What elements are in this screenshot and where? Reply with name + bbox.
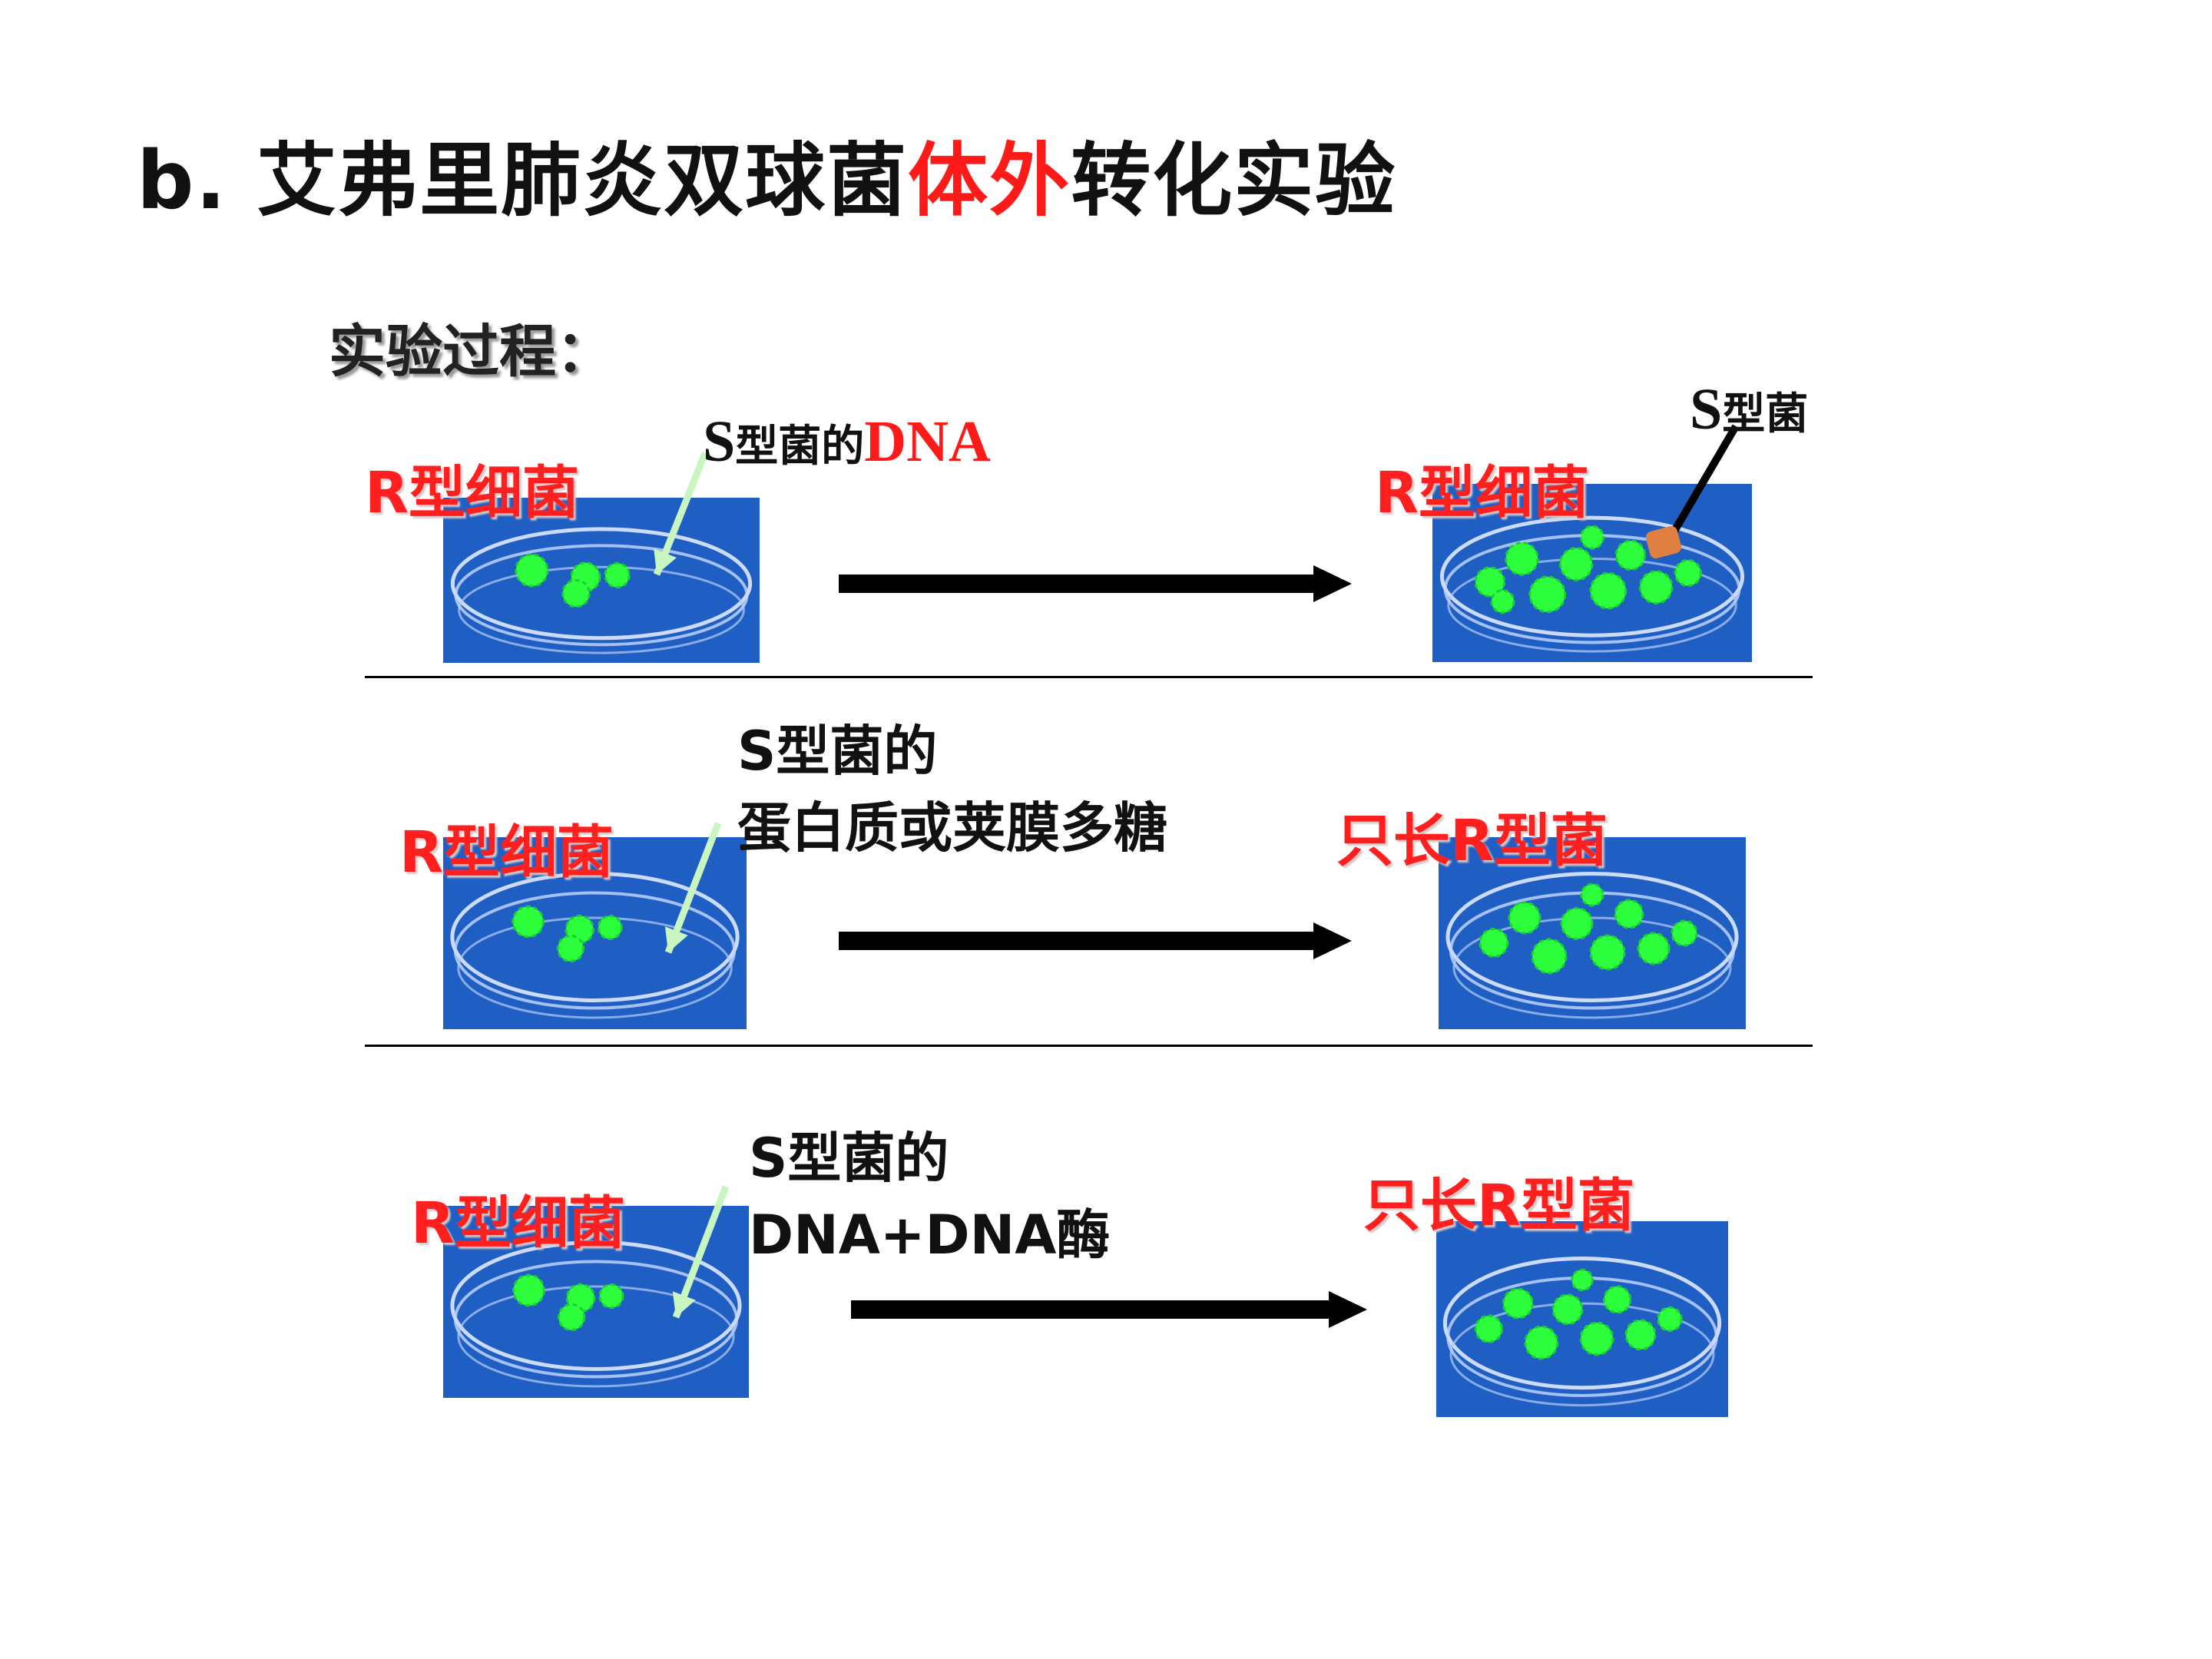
row3-result-dish-colony [1502, 1287, 1534, 1320]
row3-result-dish-colony [1657, 1306, 1683, 1333]
row2-start-dish-rim-outer [450, 872, 740, 1002]
row1-result-dish-colony [1589, 571, 1628, 610]
row2-pointer-line [664, 822, 722, 954]
row1-start-dish-rim-outer [450, 527, 753, 641]
row2-start-dish-rim-inner [453, 891, 737, 1010]
row3-result-dish-colony [1571, 1268, 1594, 1292]
row1-pointer-head [654, 548, 677, 575]
row3-result-dish-rim-outer [1442, 1256, 1722, 1390]
row1-result-label: R型细菌 [1375, 460, 1589, 526]
row1-s-pointer [1667, 424, 1740, 540]
row2-dish-label: R型细菌 [399, 820, 614, 886]
row2-result-label: 只长R型菌 [1336, 808, 1608, 874]
row2-result-dish-colony [1589, 934, 1626, 971]
row3-result-dish-colony [1474, 1314, 1504, 1343]
row3-result-dish-colony [1524, 1325, 1559, 1360]
row1-result-note: S型菌 [1690, 376, 1808, 443]
row2-added-line1: S型菌的 [737, 720, 938, 783]
row1-note-s: S [1690, 377, 1723, 442]
row2-result-dish-colony [1531, 938, 1568, 975]
row2-added-line2: 蛋白质或荚膜多糖 [737, 796, 1167, 859]
row1-result-dish-colony [1490, 589, 1515, 614]
row3-result-dish-colony [1603, 1285, 1632, 1314]
row2-result-dish-colony [1580, 882, 1604, 907]
row2-transfer-arrow-head [1313, 922, 1352, 959]
title-suffix: 转化实验 [1071, 134, 1397, 227]
row3-pointer-head [672, 1291, 696, 1317]
row1-start-dish-colony [604, 561, 631, 589]
row1-start-dish-rim-base [458, 565, 745, 654]
row3-start-dish-colony [557, 1303, 586, 1332]
row2-pointer-head [664, 926, 688, 952]
title-highlight: 体外 [908, 134, 1071, 227]
row1-start-dish-rim-inner [454, 544, 749, 647]
title-prefix: b. 艾弗里肺炎双球菌 [137, 134, 909, 227]
row3-result-label: 只长R型菌 [1363, 1173, 1634, 1239]
row1-transfer-arrow-head [1313, 565, 1352, 602]
row3-start-dish-rim-outer [450, 1240, 742, 1371]
row2-result-dish-colony [1479, 928, 1509, 958]
row1-added-dna: DNA [864, 409, 991, 474]
row2-result-dish-colony [1614, 899, 1644, 929]
row3-result-dish-colony [1579, 1321, 1614, 1356]
row1-start-dish-colony [561, 578, 591, 608]
row1-result-dish-colony [1674, 558, 1702, 588]
row2-result-dish-rim-base [1452, 916, 1732, 1019]
row1-dish-label: R型细菌 [365, 460, 579, 526]
divider-1 [365, 676, 1813, 678]
row1-result-dish-colony [1528, 575, 1567, 614]
row2-result-dish-rim-outer [1445, 872, 1739, 1002]
row3-result-dish-colony [1624, 1319, 1657, 1351]
row2-result-dish-colony [1637, 932, 1671, 965]
row3-start-dish-colony [512, 1273, 545, 1307]
row1-result-dish-colony [1558, 547, 1594, 581]
row1-result-dish-colony [1614, 539, 1647, 571]
row3-result-dish-colony [1551, 1293, 1584, 1326]
page-title: b. 艾弗里肺炎双球菌体外转化实验 [137, 115, 1396, 231]
row1-result-dish-colony [1505, 541, 1539, 576]
row1-note-suffix: 型菌 [1722, 389, 1809, 439]
row3-start-dish-rim-inner [453, 1260, 739, 1379]
row1-start-dish-colony [515, 553, 549, 588]
row1-result-dish-rim-outer [1439, 515, 1745, 637]
divider-2 [365, 1045, 1813, 1047]
row1-result-dish-colony [1579, 525, 1605, 550]
row3-start-dish-rim-base [457, 1285, 735, 1388]
row2-result-dish-colony [1671, 919, 1698, 947]
row3-transfer-arrow-head [1329, 1291, 1367, 1328]
row1-result-dish-colony [1638, 570, 1674, 604]
row1-s-colony-marker [1645, 525, 1682, 559]
row3-added-line1: S型菌的 [749, 1127, 949, 1190]
row1-result-dish-colony [1474, 566, 1506, 598]
row3-dish-label: R型细菌 [411, 1190, 625, 1257]
row2-start-dish-colony [512, 905, 545, 939]
row1-added-mid: 型菌的 [735, 422, 865, 472]
row3-added-line2: DNA+DNA酶 [749, 1204, 1111, 1267]
row2-result-dish-colony [1508, 901, 1541, 935]
section-subtitle: 实验过程： [329, 319, 613, 385]
row2-start-dish-colony [556, 934, 584, 963]
row2-start-dish-rim-base [457, 916, 733, 1019]
row2-result-dish-colony [1560, 907, 1594, 940]
row2-start-dish-colony [597, 914, 623, 941]
row1-added-s: S [703, 409, 736, 474]
row3-start-dish-colony [598, 1283, 624, 1310]
row3-pointer-line [672, 1185, 730, 1319]
row1-added-substance: S型菌的DNA [703, 409, 991, 475]
